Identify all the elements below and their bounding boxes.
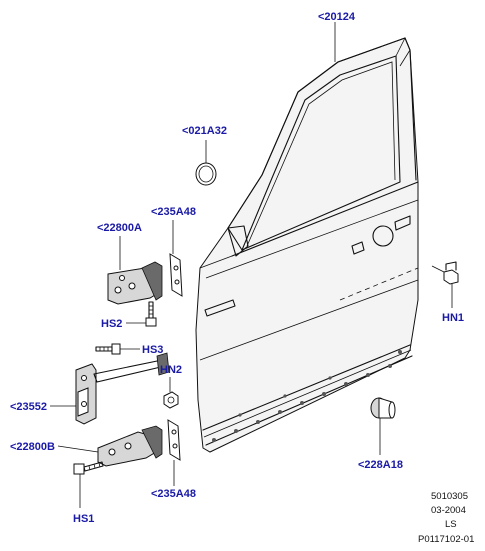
label-lower-shim: <235A48 <box>151 488 196 500</box>
check-strap <box>50 352 170 425</box>
drawing-info: 5010305 03-2004 LS P0117102-01 <box>418 491 474 545</box>
nut-hn1 <box>431 261 459 308</box>
label-check-strap: <23552 <box>10 401 47 413</box>
lower-shim <box>167 419 181 486</box>
bolt-hs3 <box>95 343 140 355</box>
label-upper-hinge: <22800A <box>97 222 142 234</box>
drawing-number: 5010305 <box>431 491 468 502</box>
drawing-reference: P0117102-01 <box>418 534 474 545</box>
upper-shim <box>169 220 183 297</box>
upper-hinge <box>107 236 163 305</box>
lower-hinge <box>57 425 163 467</box>
label-hs1: HS1 <box>73 513 94 525</box>
label-cap: <021A32 <box>182 125 227 137</box>
label-upper-shim: <235A48 <box>151 206 196 218</box>
label-door: <20124 <box>318 11 356 23</box>
bumper <box>370 397 396 455</box>
label-lower-hinge: <22800B <box>10 441 55 453</box>
label-hs3: HS3 <box>142 344 163 356</box>
front-door-shell <box>195 37 419 453</box>
label-hs2: HS2 <box>101 318 122 330</box>
nut-hn2 <box>163 377 179 409</box>
drawing-code: LS <box>445 519 457 530</box>
bolt-hs2 <box>126 301 157 327</box>
cap-plug <box>195 140 217 186</box>
label-hn2: HN2 <box>160 364 182 376</box>
label-hn1: HN1 <box>442 312 464 324</box>
drawing-date: 03-2004 <box>431 505 466 516</box>
label-bumper: <228A18 <box>358 459 403 471</box>
bolt-hs1 <box>73 461 104 508</box>
